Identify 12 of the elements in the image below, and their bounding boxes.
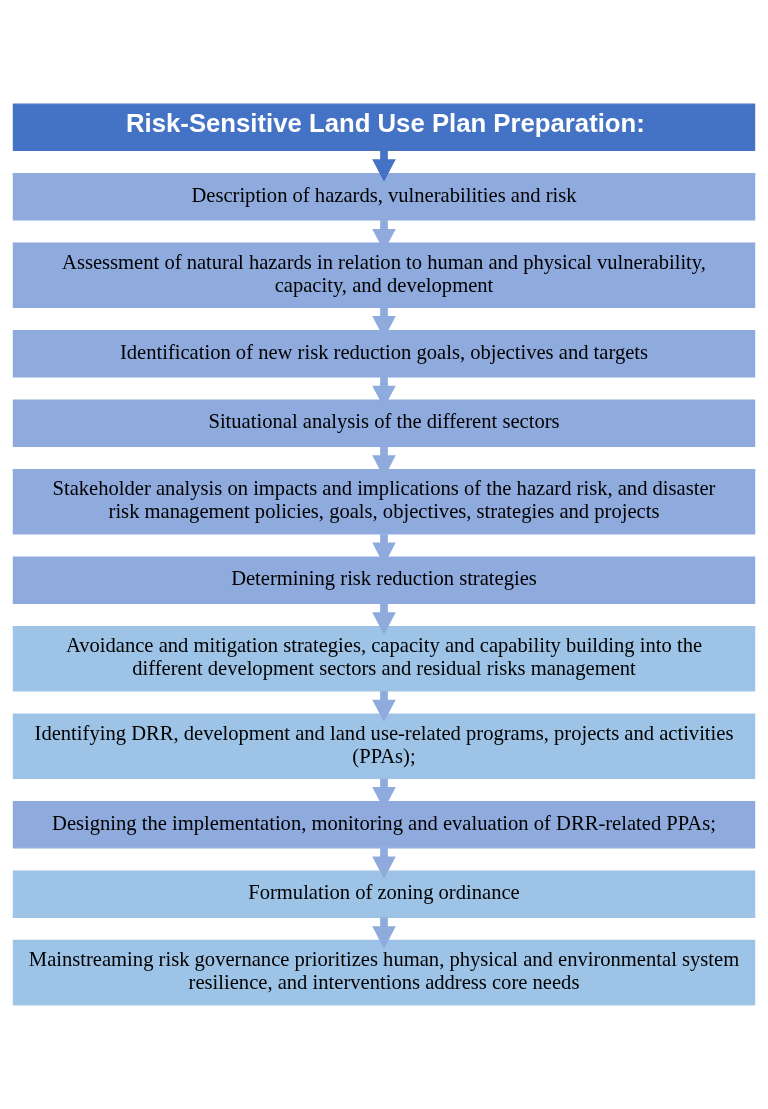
node-box: Determining risk reduction strategies <box>12 556 756 605</box>
node-box: Situational analysis of the different sectors <box>12 399 756 448</box>
node-box: Risk-Sensitive Land Use Plan Preparation: <box>12 103 756 152</box>
node-box: Formulation of zoning ordinance <box>12 870 756 918</box>
node-box: Avoidance and mitigation strategies, capacity and capability building into the different development sectors and residual risks management <box>12 625 756 692</box>
node-box: Identification of new risk reduction goals, objectives and targets <box>12 329 756 378</box>
node-box: Mainstreaming risk governance prioritizes human, physical and environmental system resilience, and interventions address core needs <box>12 939 756 1006</box>
node-box: Identifying DRR, development and land use-related programs, projects and activities (PPAs); <box>12 713 756 780</box>
node-box: Description of hazards, vulnerabilities and risk <box>12 173 756 221</box>
node-box: Designing the implementation, monitoring and evaluation of DRR-related PPAs; <box>12 800 756 849</box>
node-box: Stakeholder analysis on impacts and implications of the hazard risk, and disaster risk management policies, goals, objectives, strategies and projects <box>12 468 756 535</box>
node-box: Assessment of natural hazards in relation to human and physical vulnerability, capacity, and development <box>12 242 756 309</box>
